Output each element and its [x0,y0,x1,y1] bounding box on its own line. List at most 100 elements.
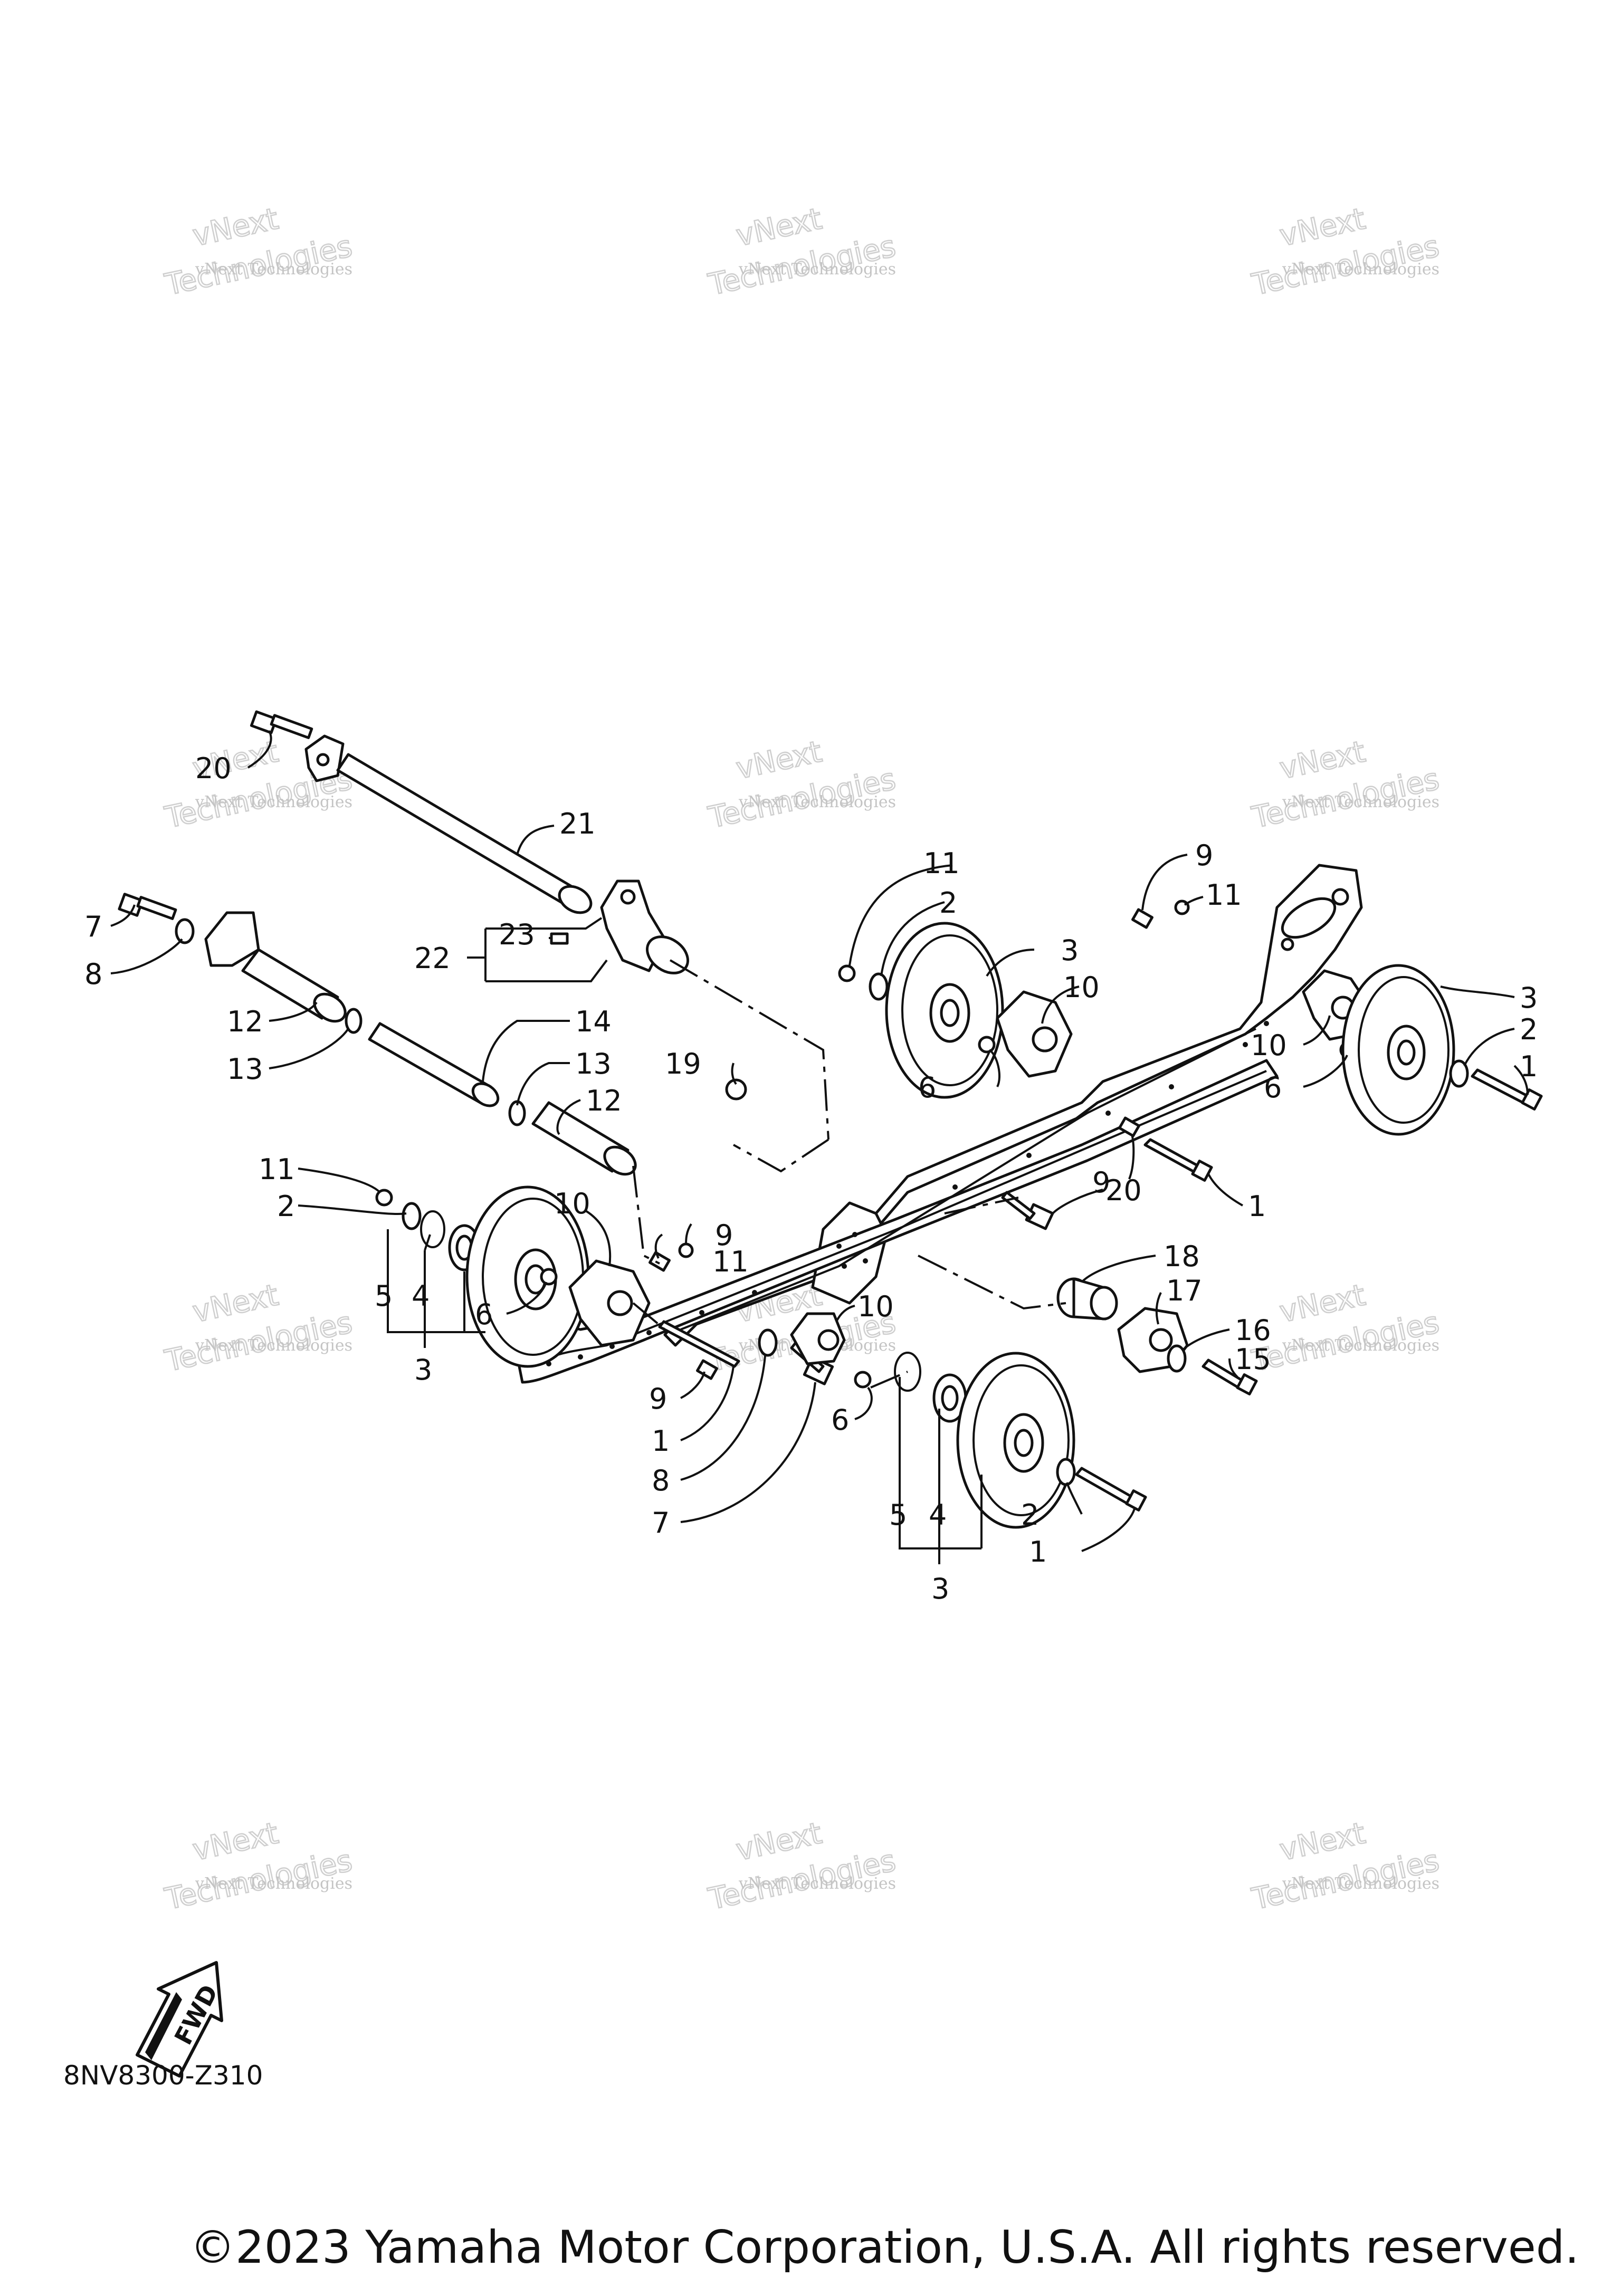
svg-text:vNext: vNext [733,1816,825,1868]
callout-16: 16 [1235,1314,1271,1347]
svg-text:vNext Technologies: vNext Technologies [195,1336,352,1355]
svg-text:vNext Technologies: vNext Technologies [738,793,896,811]
watermark: vNext Technologies vNext Technologies [161,1277,356,1379]
callout-9: 9 [649,1382,667,1415]
callout-10: 10 [1063,971,1100,1004]
callout-11: 11 [259,1153,295,1186]
front-axle-assembly [250,710,689,974]
watermark: vNext Technologies vNext Technologies [1248,201,1443,303]
catalog-code: 8NV8300-Z310 [63,2060,263,2091]
slide-rail-frame [516,864,1363,1384]
bolt-20-top [250,710,313,739]
svg-text:vNext: vNext [190,1816,282,1868]
callout-1: 1 [1520,1050,1538,1083]
callout-2: 2 [1520,1013,1538,1046]
callout-21: 21 [559,807,596,840]
svg-text:vNext: vNext [1277,734,1369,786]
svg-text:vNext: vNext [190,202,282,253]
callout-1: 1 [1029,1535,1047,1568]
callout-13: 13 [575,1047,612,1080]
callout-23: 23 [499,918,535,951]
svg-text:vNext: vNext [1277,1278,1369,1329]
wheel-left-front [375,1185,651,1368]
watermark: vNext Technologies vNext Technologies [704,734,899,836]
callout-6: 6 [831,1403,849,1437]
callout-5: 5 [889,1498,907,1532]
callout-3: 3 [1520,981,1538,1015]
callout-9: 9 [715,1219,733,1252]
callout-14: 14 [575,1005,612,1038]
copyright-notice: ©2023 Yamaha Motor Corporation, U.S.A. A… [190,2221,1579,2274]
watermark: vNext Technologies vNext Technologies [161,201,356,303]
front-spacer-set [118,893,637,1176]
callout-2: 2 [939,886,957,920]
callout-8: 8 [652,1464,670,1497]
svg-text:vNext Technologies: vNext Technologies [1282,1874,1439,1893]
wheel-rear-right [1302,964,1543,1136]
callout-17: 17 [1166,1274,1203,1307]
assembly-center-lines [632,959,1066,1389]
svg-text:vNext: vNext [733,734,825,786]
svg-text:vNext Technologies: vNext Technologies [1282,1336,1439,1355]
svg-text:vNext: vNext [190,1278,282,1329]
rear-plate-slot [1281,897,1337,939]
callout-11: 11 [923,847,960,880]
watermark: vNext Technologies vNext Technologies [161,1815,356,1917]
callout-11: 11 [1206,878,1242,912]
callout-5: 5 [375,1279,393,1313]
callout-2: 2 [1021,1498,1039,1532]
watermark: vNext Technologies vNext Technologies [1248,734,1443,836]
callout-10: 10 [554,1187,590,1220]
callout-12: 12 [586,1084,622,1117]
callout-15: 15 [1235,1343,1271,1376]
callout-22: 22 [414,942,451,975]
callout-6: 6 [918,1071,936,1104]
callout-6: 6 [475,1298,493,1331]
callout-numbers: 20 21 23 22 7 8 12 13 14 13 12 19 11 2 5… [84,752,1538,1605]
callout-18: 18 [1164,1240,1200,1273]
front-axle-shaft-21 [336,753,582,909]
svg-text:vNext Technologies: vNext Technologies [1282,260,1439,279]
svg-text:vNext Technologies: vNext Technologies [1282,793,1439,811]
callout-12: 12 [227,1005,263,1038]
callout-10: 10 [1251,1029,1287,1062]
callout-13: 13 [227,1053,263,1086]
callout-7: 7 [84,910,102,943]
rear-plate-hole [1281,937,1294,951]
callout-19: 19 [665,1047,701,1080]
rear-plate-hole [1331,888,1349,906]
svg-text:vNext Technologies: vNext Technologies [195,260,352,279]
callout-7: 7 [652,1506,670,1539]
bolt-1-lower-right [1075,1467,1136,1506]
svg-text:vNext: vNext [733,202,825,253]
callout-9: 9 [1195,839,1213,872]
callout-10: 10 [857,1290,894,1323]
center-hardware [649,900,1213,1389]
watermark: vNext Technologies vNext Technologies [1248,1815,1443,1917]
watermark: vNext Technologies vNext Technologies [704,1815,899,1917]
callout-leaders [110,730,1529,1564]
svg-text:vNext: vNext [1277,202,1369,253]
svg-text:vNext: vNext [1277,1816,1369,1868]
callout-20: 20 [195,752,232,785]
callout-2: 2 [277,1190,295,1223]
spacer-bracket [204,911,260,967]
svg-text:vNext Technologies: vNext Technologies [738,1874,896,1893]
watermark: vNext Technologies vNext Technologies [704,201,899,303]
callout-11: 11 [712,1245,749,1278]
callout-20: 20 [1105,1174,1142,1207]
svg-text:vNext Technologies: vNext Technologies [195,1874,352,1893]
callout-4: 4 [412,1279,430,1313]
fwd-arrow-icon: FWD [136,1961,224,2078]
callout-3: 3 [1061,934,1079,967]
shock-mount-set [1056,1277,1258,1395]
wheel-lower-right [894,1352,1147,1529]
callout-3: 3 [414,1353,432,1386]
callout-8: 8 [84,958,102,991]
callout-1: 1 [1248,1190,1266,1223]
wheel-upper-middle [838,922,1073,1099]
rail-holes [546,1021,1269,1366]
callout-6: 6 [1264,1071,1282,1104]
callout-4: 4 [929,1498,947,1532]
